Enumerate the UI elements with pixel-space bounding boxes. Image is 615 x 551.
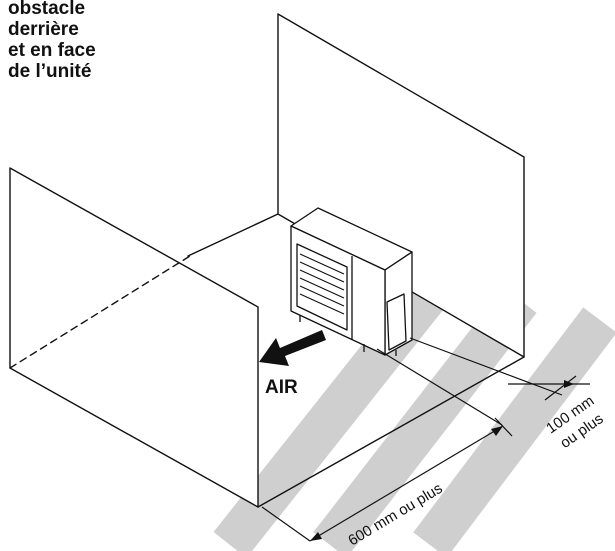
front-dimension-extension-left <box>261 506 311 542</box>
front-dimension-arrow-right-icon <box>491 426 503 436</box>
service-cover <box>386 293 407 351</box>
floor-left-hidden-edge <box>9 255 191 369</box>
front-dimension-arrow-left-icon <box>310 532 322 541</box>
outdoor-unit <box>290 207 413 356</box>
side-wall <box>9 167 259 508</box>
grille-slats <box>299 253 345 315</box>
heading-line-2: derrière <box>8 19 79 40</box>
guide-unit-front <box>376 348 503 426</box>
fan-grille <box>296 243 348 331</box>
floor-rear-edge <box>187 213 279 257</box>
rear-dimension-arrow-icon <box>564 380 574 388</box>
floor-back-edge <box>257 356 525 508</box>
airflow-arrow-icon <box>259 330 326 366</box>
heading-line-1: obstacle <box>8 0 86 19</box>
guide-unit-rear <box>409 337 563 396</box>
dimension-lines <box>261 337 590 542</box>
watermark-stroke-2 <box>313 287 537 551</box>
heading-line-4: de l’unité <box>8 61 92 82</box>
front-dimension-line <box>309 425 504 542</box>
watermark-stroke-3 <box>413 307 615 551</box>
front-dimension-extension-right <box>494 417 513 437</box>
obstacle-heading: obstacle derrière et en face de l’unité <box>8 0 96 82</box>
rear-dimension-extension <box>544 375 577 401</box>
heading-line-3: et en face <box>8 40 96 61</box>
airflow-label: AIR <box>265 377 298 398</box>
